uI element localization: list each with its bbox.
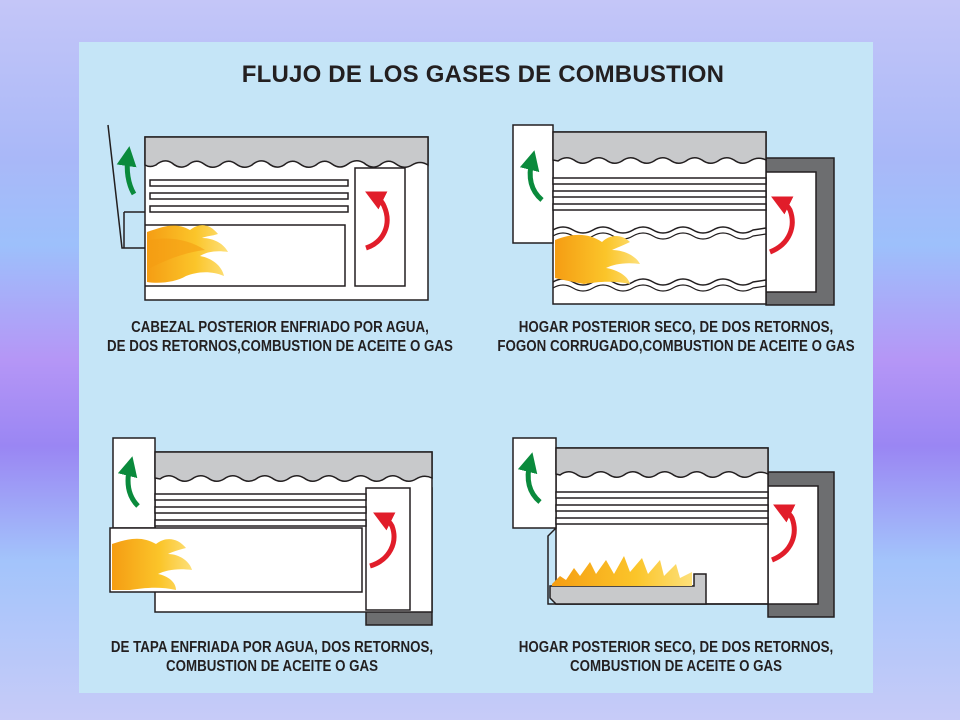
page-title: FLUJO DE LOS GASES DE COMBUSTION	[241, 61, 725, 88]
caption-4: HOGAR POSTERIOR SECO, DE DOS RETORNOS, C…	[518, 639, 834, 675]
fire-tubes	[555, 491, 769, 525]
return-arrow	[369, 512, 397, 569]
furnace	[145, 224, 346, 287]
rear-chamber	[354, 167, 406, 287]
caption-1: CABEZAL POSTERIOR ENFRIADO POR AGUA, DE …	[107, 319, 453, 355]
corrugated-furnace-top	[552, 226, 767, 234]
exhaust-arrow	[117, 456, 140, 508]
corrugated-furnace-bottom	[552, 278, 767, 286]
return-arrow	[770, 504, 797, 563]
stack-outlet	[107, 124, 145, 249]
burner-flame	[552, 556, 692, 586]
front-smokebox	[112, 437, 156, 529]
burner-flame	[112, 538, 192, 590]
fire-tubes	[149, 179, 349, 213]
front-smokebox	[512, 437, 557, 529]
water-space	[552, 131, 767, 164]
fire-tubes	[154, 493, 367, 527]
exhaust-arrow	[517, 452, 542, 504]
exhaust-arrow	[519, 150, 544, 202]
grate	[549, 573, 707, 605]
fire-tubes	[552, 177, 767, 211]
caption-3: DE TAPA ENFRIADA POR AGUA, DOS RETORNOS,…	[110, 639, 434, 675]
water-space	[555, 447, 769, 478]
return-arrow	[365, 191, 390, 251]
caption-2: HOGAR POSTERIOR SECO, DE DOS RETORNOS, F…	[497, 319, 855, 355]
exhaust-arrow	[116, 146, 137, 196]
return-arrow	[768, 196, 795, 255]
water-space	[144, 136, 429, 168]
water-space	[154, 451, 433, 482]
burner-flame	[555, 234, 640, 284]
